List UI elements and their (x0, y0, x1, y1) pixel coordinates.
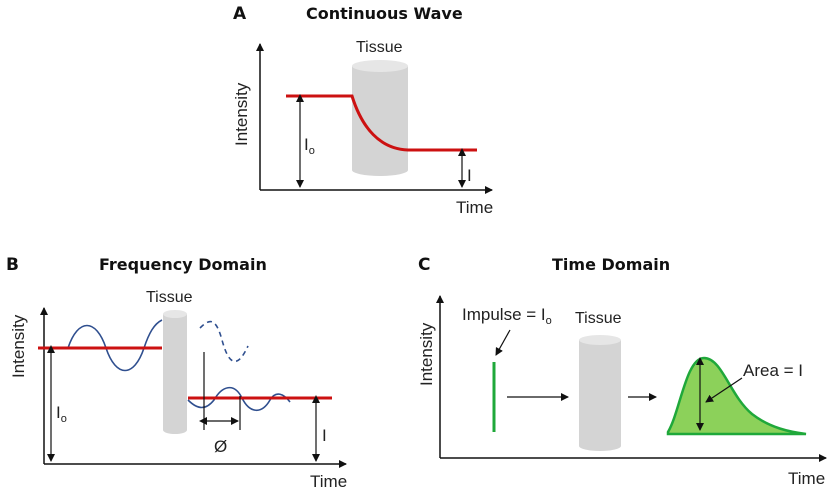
panel-b-y-axis-label: Intensity (9, 314, 28, 378)
panel-b-i-label: I (322, 426, 327, 445)
panel-c-tissue-cylinder (579, 335, 621, 451)
panel-c-letter: C (418, 255, 430, 275)
panel-a-x-axis-label: Time (456, 198, 493, 217)
panel-b-tissue-label: Tissue (146, 289, 193, 306)
panel-continuous-wave: A Continuous Wave Tissue Intensity Time … (232, 4, 493, 217)
panel-a-tissue-label: Tissue (356, 39, 403, 56)
panel-c-tissue-label: Tissue (575, 310, 622, 327)
panel-c-y-axis-label: Intensity (417, 322, 436, 386)
panel-b-title: Frequency Domain (99, 255, 267, 274)
panel-c-impulse-label: Impulse = Io (462, 305, 552, 327)
panel-a-i-label: I (467, 166, 472, 185)
panel-a-intensity-curve (286, 94, 477, 152)
panel-b-dashed-reference-wave (199, 320, 249, 363)
panel-b-tissue-cylinder (163, 310, 187, 434)
panel-c-area-label: Area = I (743, 361, 803, 380)
panel-frequency-domain: B Frequency Domain Tissue Intensity Time… (6, 255, 347, 491)
panel-b-phase-label: Ø (214, 437, 227, 456)
panel-c-x-axis-label: Time (788, 469, 825, 488)
panel-a-i0-label: Io (304, 135, 315, 157)
panel-c-title: Time Domain (552, 255, 670, 274)
panel-b-incident-wave (67, 319, 163, 372)
panel-a-letter: A (233, 4, 247, 24)
panel-b-x-axis-label: Time (310, 472, 347, 491)
panel-time-domain: C Time Domain Tissue Intensity Time Impu… (417, 255, 827, 488)
panel-c-impulse-pointer-arrow (495, 329, 511, 356)
panel-b-i0-label: Io (56, 403, 67, 425)
panel-a-title: Continuous Wave (306, 4, 463, 23)
panel-b-letter: B (6, 255, 19, 275)
panel-c-area-pointer-arrow (705, 377, 743, 403)
panel-a-y-axis-label: Intensity (232, 82, 251, 146)
